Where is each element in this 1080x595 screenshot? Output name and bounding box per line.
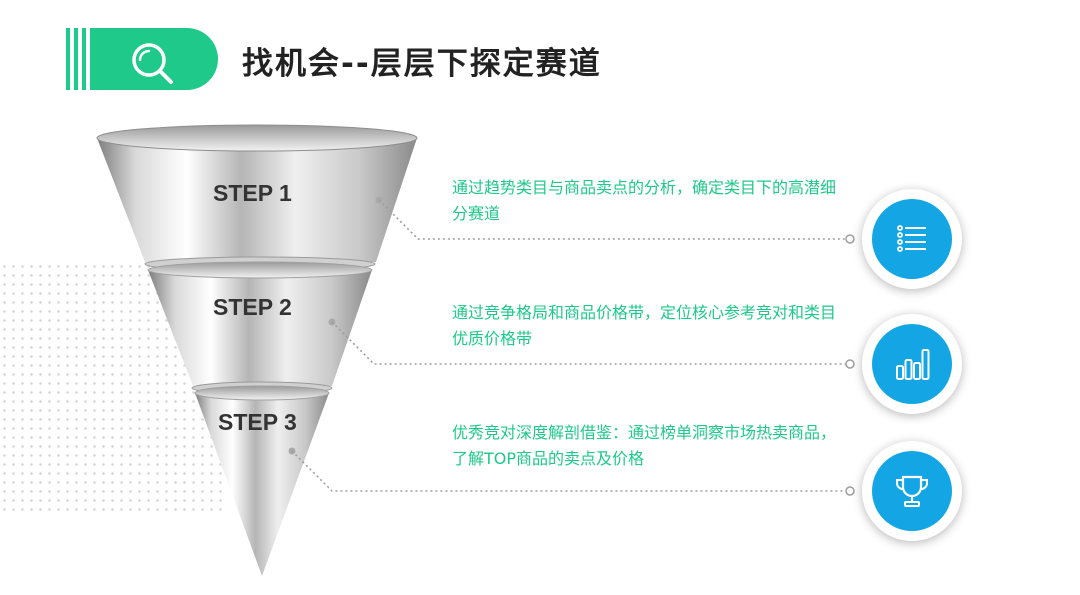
funnel-segment-3: [194, 385, 330, 576]
header-stripe: [66, 28, 70, 90]
header-stripe: [82, 28, 86, 90]
connector-line-2: [328, 318, 855, 369]
step-1-icon-badge: [862, 189, 962, 289]
step-2-label: STEP 2: [213, 294, 292, 320]
step-1-label: STEP 1: [213, 180, 292, 206]
funnel-segment-2: [147, 261, 373, 395]
header-stripe: [74, 28, 78, 90]
step-3-description: 优秀竞对深度解剖借鉴：通过榜单洞察市场热卖商品，了解TOP商品的卖点及价格: [452, 423, 837, 468]
bar-chart-icon: [896, 349, 930, 380]
connector-line-3: [288, 447, 855, 496]
step-3-label: STEP 3: [218, 409, 297, 435]
step-1-description: 通过趋势类目与商品卖点的分析，确定类目下的高潜细分赛道: [452, 178, 837, 223]
trophy-icon: [896, 475, 928, 507]
search-icon: [132, 43, 173, 84]
step-3-icon-badge: [862, 441, 962, 541]
step-2-icon-badge: [862, 314, 962, 414]
list-icon: [897, 225, 926, 252]
page-title: 找机会--层层下探定赛道: [242, 46, 602, 82]
connector-line-1: [375, 196, 855, 244]
step-2-description: 通过竞争格局和商品价格带，定位核心参考竞对和类目优质价格带: [452, 303, 837, 348]
title-badge: [90, 28, 218, 90]
